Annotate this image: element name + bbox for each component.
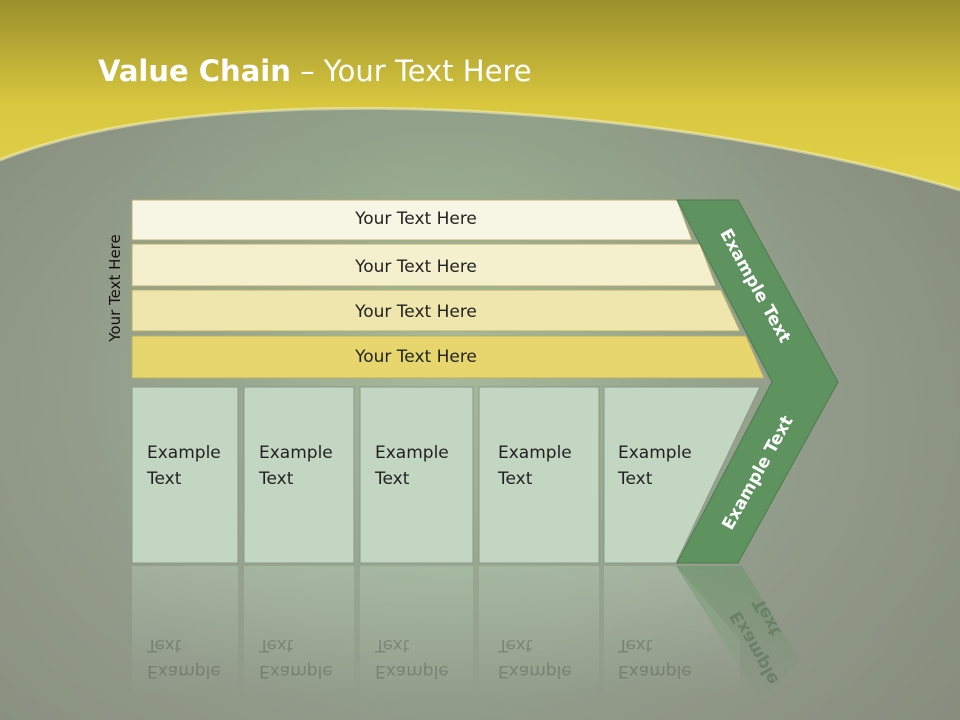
title-banner [0,0,960,192]
bar-4 [131,335,765,379]
title-rest: – Your Text Here [290,54,532,88]
box-label-4: Example Text [498,443,572,489]
box-label-3: Example Text [375,443,449,489]
bar-label-2: Your Text Here [355,257,477,277]
box-reflection-label-1: Example Text [147,635,221,681]
bar-label-3: Your Text Here [355,302,477,322]
chevron-reflection [676,566,800,700]
bar-3 [131,289,741,332]
box-5 [603,386,761,564]
box-3 [359,386,474,564]
bar-2 [131,243,717,287]
box-reflection-1 [132,566,238,696]
page-title: Value Chain – Your Text Here [98,54,532,88]
box-reflection-4 [479,566,599,696]
box-reflection-3 [360,566,473,696]
box-label-5: Example Text [618,443,692,489]
chevron-arrow [676,199,839,564]
box-reflection-5 [604,566,740,696]
box-reflection-label-2: Example Text [259,635,333,681]
box-reflection-2 [244,566,354,696]
box-1 [131,386,239,564]
box-4 [478,386,600,564]
box-reflection-label-5: Example Text [618,635,692,681]
box-reflection-label-3: Example Text [375,635,449,681]
bar-label-4: Your Text Here [355,347,477,367]
box-reflection-label-4: Example Text [498,635,572,681]
title-bold: Value Chain [98,54,291,88]
box-label-2: Example Text [259,443,333,489]
bar-1 [131,199,693,241]
box-2 [243,386,355,564]
bar-label-1: Your Text Here [355,209,477,229]
box-label-1: Example Text [147,443,221,489]
